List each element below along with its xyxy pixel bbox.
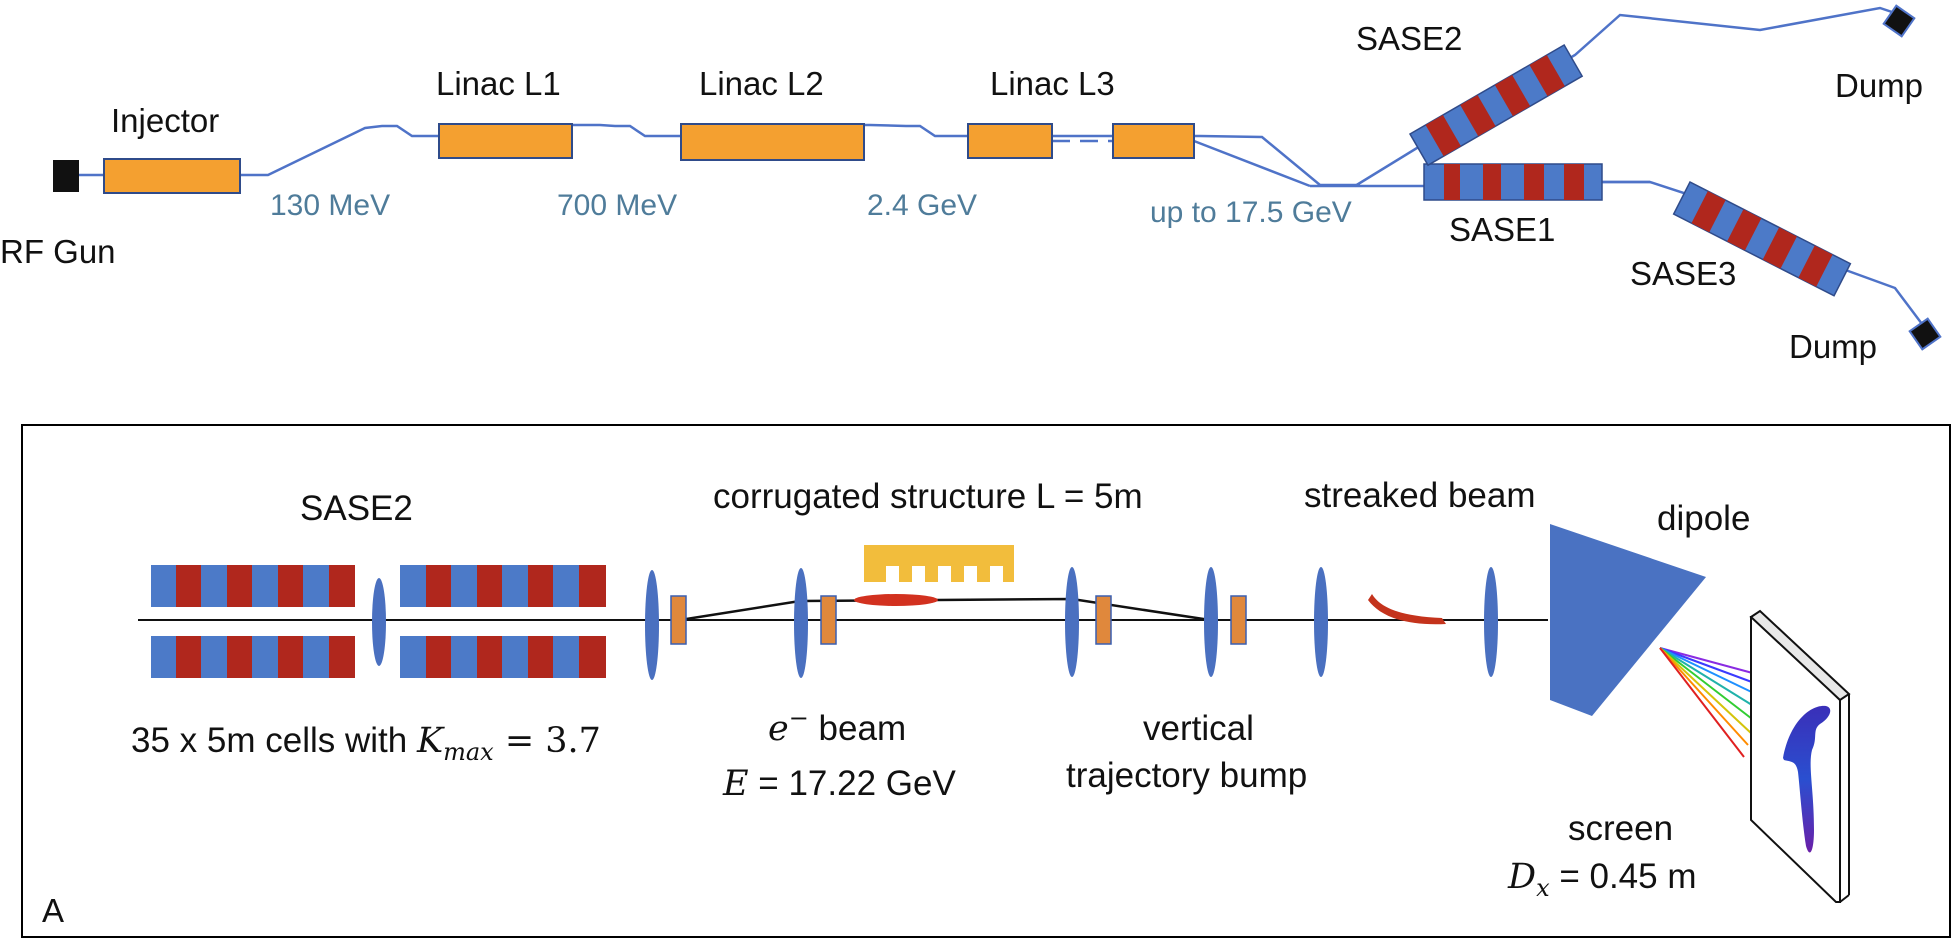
sase1-label: SASE1 (1449, 211, 1555, 248)
screen-edge-bottom (1839, 894, 1850, 903)
panel-frame (21, 424, 1951, 938)
quadrupole-lens (1204, 567, 1218, 677)
sase2-cells (151, 565, 606, 678)
energy-label-700mev: 700 MeV (557, 189, 677, 222)
rf-gun-label: RF Gun (0, 233, 116, 270)
streaked-beam-label: streaked beam (1304, 476, 1536, 515)
panel-letter: A (42, 892, 64, 929)
corrugated-structure (864, 545, 1014, 582)
quadrupole-lens (1484, 567, 1498, 677)
streaked-bunch (1368, 594, 1446, 625)
injector-label: Injector (111, 102, 219, 139)
screen-beam-image (1783, 705, 1831, 853)
dump-label-top: Dump (1835, 67, 1923, 104)
rf-gun-block (53, 160, 79, 192)
sase2-label: SASE2 (1356, 20, 1462, 57)
energy-label-17-5gev: up to 17.5 GeV (1150, 196, 1352, 229)
cells-label: 35 x 5m cells with Kmax = 3.7 (131, 721, 601, 766)
corrugated-label: corrugated structure L = 5m (713, 477, 1143, 516)
linac-l2-module (680, 123, 865, 161)
sase2-panel-title: SASE2 (300, 489, 413, 528)
linac-l1-module (438, 123, 573, 159)
electron-bunch (854, 594, 938, 606)
energy-label: E = 17.22 GeV (722, 764, 956, 804)
dump-block-top (1882, 4, 1916, 38)
undulator-cell-upper-left (151, 565, 355, 607)
sase3-label: SASE3 (1630, 255, 1736, 292)
vertical-bump-label-line2: trajectory bump (1066, 756, 1307, 795)
undulator-cell-lower-right (400, 636, 606, 678)
vertical-bump-label-line1: vertical (1143, 709, 1254, 748)
injector-module (103, 158, 241, 194)
quadrupole-lens (794, 568, 808, 678)
kicker-magnet (1230, 595, 1247, 645)
linac-l3-label: Linac L3 (990, 65, 1115, 102)
accelerator-overview: RF Gun Injector Linac L1 Linac L2 Linac … (0, 4, 1942, 365)
dipole-magnet (1550, 524, 1706, 716)
undulator-cell-upper-right (400, 565, 606, 607)
kicker-magnet (670, 595, 687, 645)
linac-l3-module-a (967, 123, 1053, 159)
beamline-l3-to-split (1193, 139, 1311, 188)
dump-label-bottom: Dump (1789, 328, 1877, 365)
energy-label-130mev: 130 MeV (270, 189, 390, 222)
panel-a: SASE2 corrugated structure L = 5m streak… (21, 424, 1951, 938)
sase2-undulator (1408, 43, 1584, 167)
sase1-undulator (1423, 163, 1603, 201)
kicker-magnet (1095, 595, 1112, 645)
linac-l1-label: Linac L1 (436, 65, 561, 102)
undulator-cell-lower-left (151, 636, 355, 678)
sase3-undulator (1672, 180, 1852, 297)
screen-label: screen (1568, 809, 1673, 848)
dipole-label: dipole (1657, 499, 1750, 538)
quadrupole-lens (1314, 567, 1328, 677)
linac-l3-module-b (1112, 123, 1195, 159)
kicker-magnet (820, 595, 837, 645)
energy-label-2-4gev: 2.4 GeV (867, 189, 977, 222)
quadrupole-lens (1065, 567, 1079, 677)
dispersion-label: Dx = 0.45 m (1507, 857, 1697, 902)
quadrupole-lens (372, 578, 386, 666)
quadrupole-lens (645, 570, 659, 680)
linac-l2-label: Linac L2 (699, 65, 824, 102)
dump-block-bottom (1908, 317, 1942, 351)
beam-label: e− beam (768, 704, 906, 749)
